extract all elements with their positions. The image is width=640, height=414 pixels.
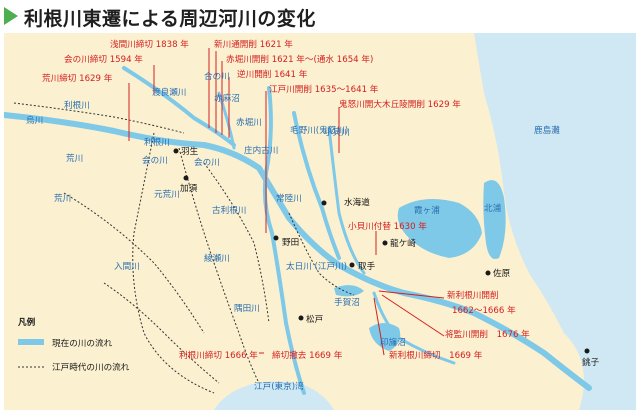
place-mitsukaido: 水海道 [344,196,370,208]
leader-a11 [381,294,445,337]
label-kasumi: 霞ヶ浦 [414,204,440,216]
place-ryugasaki: 龍ケ崎 [390,237,416,249]
dot-choshi [584,348,590,354]
place-matsudo: 松戸 [306,313,324,325]
dot-sawara [485,270,491,276]
river-shintone-current [372,291,456,365]
river-kinu-current [292,111,341,260]
label-ayase: 綾瀬川 [204,252,230,264]
anno-a14: 締切撤去 1669 年 [272,349,343,361]
label-kitaura: 北浦 [484,202,502,214]
label-sumida: 隅田川 [234,303,260,314]
label-iruma: 入間川 [114,261,140,272]
anno-a6: 逆川開削 1641 年 [237,68,308,80]
label-motoarakawa: 元荒川 [154,189,180,200]
dot-mitsukaido [321,200,327,206]
river-kokai-current [327,126,366,275]
title-arrow-icon [4,7,18,25]
anno-a13: 利根川締切 1666 年 [179,349,258,361]
label-tone2: 利根川 [144,136,170,148]
dot-kazo [183,175,189,181]
legend-edo: 江戸時代の川の流れ [52,361,130,373]
edo-shonai [203,162,270,324]
page-title: 利根川東遷による周辺河川の変化 [24,8,316,30]
label-inbanuma: 印旛沼 [380,336,406,348]
river-watarase-current [122,66,236,147]
legend: 凡例 現在の川の流れ 江戸時代の川の流れ [17,316,130,373]
title-bar: 利根川東遷による周辺河川の変化 [0,0,640,32]
label-shonai: 庄内古川 [244,144,278,156]
anno-a10b: 1662〜1666 年 [452,304,516,316]
anno-a8: 鬼怒川開大木丘陵開削 1629 年 [339,98,461,110]
anno-a10: 新利根川開削 [447,289,499,301]
lake-kitaura [483,180,506,259]
anno-a5: 赤堀川開削 1621 年〜(通水 1654 年) [226,53,373,65]
label-ainokawa2: 会の川 [194,156,220,168]
edo-iruma [103,282,220,384]
label-edo-tagawa: 太日川 (江戸川) [286,260,347,272]
anno-a4: 新川通開削 1621 年 [214,38,293,50]
label-kinu: 毛野川(鬼怒川) [290,124,348,136]
label-teganuma: 手賀沼 [334,296,360,308]
river-labels: 烏川 利根川 渡良瀬川 利根川 会の川 会の川 荒川 荒川 元荒川 古利根川 入… [26,70,560,392]
label-karasu: 烏川 [26,114,43,126]
dot-hanyu [173,148,179,154]
anno-a3: 荒川締切 1629 年 [42,72,113,84]
river-akabori-current [217,91,236,150]
anno-a11: 将監川開削 1676 年 [445,328,530,340]
anno-a1: 浅間川締切 1838 年 [110,38,189,50]
annotation-leaders [128,48,445,356]
dot-toride [349,262,355,268]
label-tone: 利根川 [64,99,90,111]
anno-a12: 新利根川締切 1669 年 [389,349,483,361]
edo-arakawa [132,132,215,394]
river-map: 凡例 現在の川の流れ 江戸時代の川の流れ 浅間川締切 1838 年 会の川締切 … [1,33,636,410]
label-kokai: 小貝川 [324,127,350,138]
edo-rivers [13,102,355,394]
legend-current: 現在の川の流れ [52,337,113,349]
place-noda: 野田 [282,237,299,248]
sea-kashima [474,33,636,410]
edo-motoarakawa [63,192,205,334]
river-edogawa-current [262,86,306,395]
place-kazo: 加須 [180,183,198,194]
label-edowan: 江戸(東京)湾 [254,380,304,392]
anno-a9: 小貝川付替 1630 年 [348,220,427,232]
label-watarase: 渡良瀬川 [152,86,186,98]
annotations: 浅間川締切 1838 年 会の川締切 1594 年 荒川締切 1629 年 新川… [42,38,530,361]
anno-a7: 江戸川開削 1635〜1641 年 [269,83,379,95]
label-akabori: 赤堀川 [236,117,262,128]
legend-current-swatch [18,339,44,345]
anno-a2: 会の川締切 1594 年 [64,53,143,65]
label-joshi: 常陸川 [276,192,302,204]
leader-a12 [373,297,385,356]
place-hanyu: 羽生 [181,145,199,157]
dot-noda [273,235,279,241]
label-gonogawa: 合の川 [204,70,230,82]
lake-kasumigaura [397,199,482,258]
leader-a10 [378,290,445,299]
label-arakawa: 荒川 [66,153,83,164]
edo-furutone [178,147,260,384]
place-toride: 取手 [358,260,376,272]
current-rivers [1,66,592,395]
legend-heading: 凡例 [17,316,36,328]
place-choshi: 銚子 [582,356,600,368]
river-tone-current [1,112,592,391]
edo-hitachi [288,212,355,296]
label-furutone: 古利根川 [212,204,246,216]
lake-teganuma [334,285,364,297]
edo-tone-upper [13,102,185,134]
dot-matsudo [298,315,304,321]
dot-ryugasaki [382,240,388,246]
map-panel: 凡例 現在の川の流れ 江戸時代の川の流れ 浅間川締切 1838 年 会の川締切 … [1,33,636,410]
place-sawara: 佐原 [493,267,511,279]
label-akaasa: 赤麻沼 [214,92,240,104]
label-kashima: 鹿島灘 [534,124,560,136]
label-ainokawa: 会の川 [142,154,168,166]
label-arakawa2: 荒川 [54,193,71,204]
places: 羽生 加須 野田 松戸 水海道 龍ケ崎 取手 佐原 銚子 [173,145,600,368]
